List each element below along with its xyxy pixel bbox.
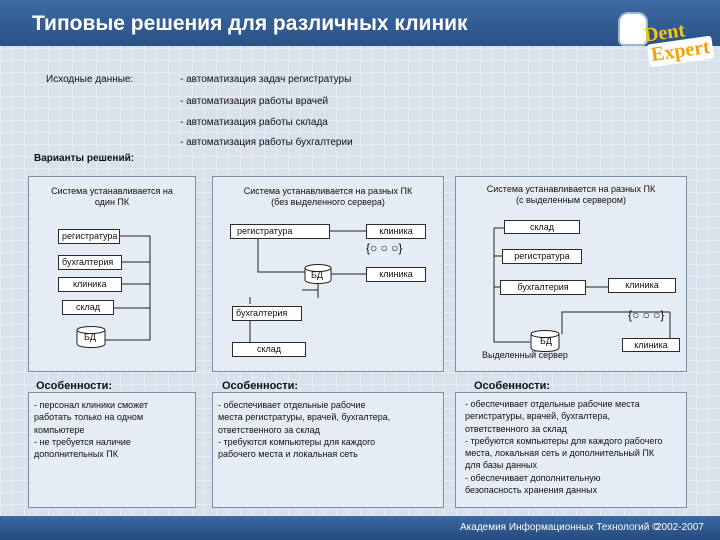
- features-2-panel: [212, 392, 444, 508]
- s3-server-label: Выделенный сервер: [482, 350, 568, 360]
- s3-box-clinic-2: клиника: [622, 338, 680, 352]
- s3-box-accounting: бухгалтерия: [500, 280, 586, 295]
- s1-database-icon: [76, 326, 106, 348]
- solution-2-caption: Система устанавливается на разных ПК (бе…: [243, 186, 413, 207]
- slide-title: Типовые решения для различных клиник: [32, 12, 468, 35]
- features-3-panel: [455, 392, 687, 508]
- source-item-1: - автоматизация задач регистратуры: [180, 74, 352, 85]
- tooth-icon: [618, 12, 648, 46]
- features-1-panel: [28, 392, 196, 508]
- s2-network-icon: {○ ○ ○}: [366, 241, 403, 255]
- features-3-text: - обеспечивает отдельные рабочие места р…: [465, 399, 663, 496]
- solution-1-caption: Система устанавливается на один ПК: [51, 186, 173, 207]
- s3-box-clinic-1: клиника: [608, 278, 676, 293]
- s2-box-clinic-1: клиника: [366, 224, 426, 239]
- features-1-title: Особенности:: [36, 380, 113, 392]
- variants-label: Варианты решений:: [34, 153, 135, 164]
- s2-box-accounting: бухгалтерия: [232, 306, 302, 321]
- footer-years: 2002-2007: [656, 522, 704, 533]
- source-label: Исходные данные:: [46, 74, 134, 85]
- source-item-2: - автоматизация работы врачей: [180, 96, 329, 107]
- dent-expert-logo: Dent Expert: [618, 6, 715, 68]
- features-1-text: - персонал клиники сможет работать тольк…: [34, 400, 148, 460]
- s2-box-registry: регистратура: [230, 224, 330, 239]
- features-2-text: - обеспечивает отдельные рабочие места р…: [218, 400, 391, 460]
- s2-box-clinic-2: клиника: [366, 267, 426, 282]
- s1-box-accounting: бухгалтерия: [58, 255, 122, 270]
- s3-box-warehouse: склад: [504, 220, 580, 234]
- s3-database-icon: [530, 330, 560, 352]
- s1-box-clinic: клиника: [58, 277, 122, 292]
- s3-network-icon: {○ ○ ○}: [628, 308, 665, 322]
- s3-box-registry: регистратура: [502, 249, 582, 264]
- s3-db-label: БД: [540, 336, 553, 346]
- source-item-4: - автоматизация работы бухгалтерии: [180, 137, 353, 148]
- s1-box-registry: регистратура: [58, 229, 120, 244]
- features-3-title: Особенности:: [474, 380, 551, 392]
- features-2-title: Особенности:: [222, 380, 299, 392]
- s2-db-label: БД: [311, 270, 324, 280]
- footer-bar: Академия Информационных Технологий © 200…: [0, 516, 720, 540]
- footer-text: Академия Информационных Технологий ©: [460, 522, 660, 533]
- solution-3-caption: Система устанавливается на разных ПК (с …: [486, 184, 656, 205]
- s2-box-warehouse: склад: [232, 342, 306, 357]
- s2-database-icon: [304, 264, 332, 284]
- s1-box-warehouse: склад: [62, 300, 114, 315]
- title-bar: Типовые решения для различных клиник: [0, 0, 720, 46]
- source-item-3: - автоматизация работы склада: [180, 117, 328, 128]
- s1-db-label: БД: [84, 332, 97, 342]
